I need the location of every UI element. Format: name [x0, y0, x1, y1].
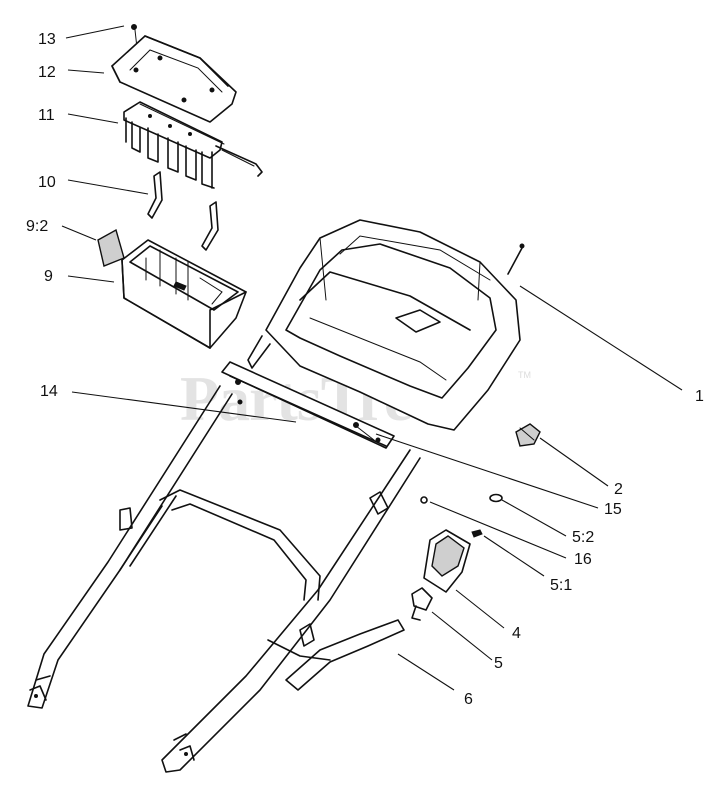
part-12-cover[interactable]: [111, 35, 237, 123]
callout-10[interactable]: 10: [38, 174, 56, 191]
callout-16[interactable]: 16: [574, 551, 592, 568]
callout-2[interactable]: 2: [614, 481, 623, 498]
part-2-switch[interactable]: [515, 423, 541, 447]
part-9-2-label[interactable]: [97, 228, 125, 267]
part-6-cable[interactable]: [267, 619, 405, 691]
leader-lines: [61, 25, 683, 691]
callout-15[interactable]: 15: [604, 501, 622, 518]
part-15-bolt[interactable]: [353, 422, 375, 441]
part-1-upper-handle[interactable]: [247, 219, 525, 431]
part-10-clips[interactable]: [147, 171, 219, 251]
callout-14[interactable]: 14: [40, 383, 58, 400]
part-14-crossbar[interactable]: [221, 361, 395, 449]
lower-handle[interactable]: [27, 385, 421, 773]
callout-5[interactable]: 5: [494, 655, 503, 672]
part-5-1-washer[interactable]: [471, 529, 483, 538]
part-5-2-washer[interactable]: [489, 493, 503, 503]
part-5-connector[interactable]: [411, 587, 433, 621]
callout-4[interactable]: 4: [512, 625, 521, 642]
part-4-switch-housing[interactable]: [423, 529, 471, 593]
part-16-nut[interactable]: [420, 496, 428, 504]
callout-6[interactable]: 6: [464, 691, 473, 708]
callout-5-2[interactable]: 5:2: [572, 529, 594, 546]
part-9-battery-box[interactable]: [121, 239, 247, 349]
callout-5-1[interactable]: 5:1: [550, 577, 572, 594]
watermark-trademark: TM: [518, 370, 531, 380]
callout-13[interactable]: 13: [38, 31, 56, 48]
callout-labels: 13 12 11 10 9:2 9 14 1 2 15 5:2 16 5:1 4…: [26, 31, 704, 708]
callout-12[interactable]: 12: [38, 64, 56, 81]
callout-11[interactable]: 11: [38, 107, 55, 124]
callout-9[interactable]: 9: [44, 268, 53, 285]
part-11-battery-pack[interactable]: [123, 101, 263, 189]
callout-9-2[interactable]: 9:2: [26, 218, 48, 235]
callout-1[interactable]: 1: [695, 388, 704, 405]
